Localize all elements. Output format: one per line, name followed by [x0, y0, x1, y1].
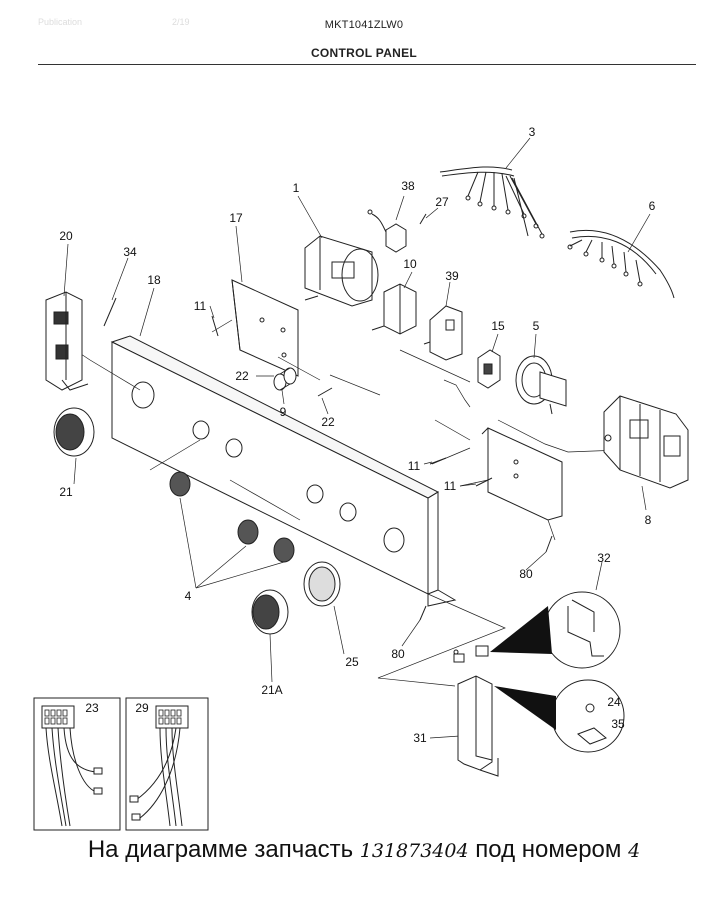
callout-29: 29: [135, 701, 149, 715]
callout-80: 80: [391, 647, 405, 661]
knob-hole: [225, 438, 243, 458]
harness-inset-23: [33, 697, 121, 831]
push-switch: [477, 349, 501, 389]
knob-hole: [192, 420, 210, 440]
knob-hole: [306, 484, 324, 504]
caption-text-start: На диаграмме запчасть: [87, 836, 354, 863]
callout-21: 21: [59, 485, 73, 499]
leader-lines: [63, 137, 651, 739]
callout-39: 39: [445, 269, 459, 283]
callout-20: 20: [59, 229, 73, 243]
callout-27: 27: [435, 195, 449, 209]
callout-9: 9: [280, 405, 287, 419]
relay: [367, 209, 407, 253]
support-bracket: [231, 279, 299, 377]
callout-21a: 21A: [261, 683, 282, 697]
wire-harness: [439, 166, 545, 239]
mounting-bracket: [453, 591, 625, 777]
pressure-switch: [515, 355, 567, 415]
callout-1: 1: [293, 181, 300, 195]
callout-15: 15: [491, 319, 505, 333]
end-cap: [45, 291, 89, 391]
section-title: CONTROL PANEL: [310, 46, 418, 60]
callout-38: 38: [401, 179, 415, 193]
callout-32: 32: [597, 551, 611, 565]
callout-23: 23: [85, 701, 99, 715]
harness-inset-29: [125, 697, 209, 831]
faint-header-right: 2/19: [172, 17, 190, 27]
callout-3: 3: [529, 125, 536, 139]
callout-25: 25: [345, 655, 359, 669]
callout-6: 6: [649, 199, 656, 213]
timer: [304, 235, 379, 307]
knob-hole: [339, 502, 357, 522]
callout-17: 17: [229, 211, 243, 225]
console-panel: [110, 335, 457, 607]
callout-10: 10: [403, 257, 417, 271]
knob-hole: [131, 381, 155, 409]
callout-34: 34: [123, 245, 137, 259]
callout-31: 31: [413, 731, 427, 745]
right-end-bracket: [481, 427, 563, 521]
callout-22: 22: [321, 415, 335, 429]
callout-35: 35: [611, 717, 625, 731]
callout-5: 5: [533, 319, 540, 333]
caption-text-middle: под номером: [475, 836, 622, 863]
faint-header-left: Publication: [38, 17, 83, 27]
rotary-switch: [423, 305, 463, 361]
callout-24: 24: [607, 695, 621, 709]
callout-8: 8: [645, 513, 652, 527]
caption: На диаграмме запчасть 131873404 под номе…: [0, 836, 728, 864]
callout-4: 4: [185, 589, 192, 603]
callout-11: 11: [194, 299, 207, 313]
caption-part-number: 131873404: [359, 840, 469, 862]
electronic-control: [603, 395, 689, 489]
callout-22: 22: [235, 369, 249, 383]
callout-11: 11: [408, 459, 421, 473]
bushing: [273, 367, 297, 391]
caption-item-number: 4: [628, 840, 641, 862]
callout-11: 11: [444, 479, 457, 493]
model-number: MKT1041ZLW0: [324, 19, 404, 31]
callout-80: 80: [519, 567, 533, 581]
knobs: [53, 407, 341, 635]
selector-switch: [371, 283, 417, 335]
wire-harness: [567, 229, 675, 299]
knob-hole: [383, 527, 405, 553]
callout-18: 18: [147, 273, 161, 287]
header-rule: [38, 64, 696, 65]
